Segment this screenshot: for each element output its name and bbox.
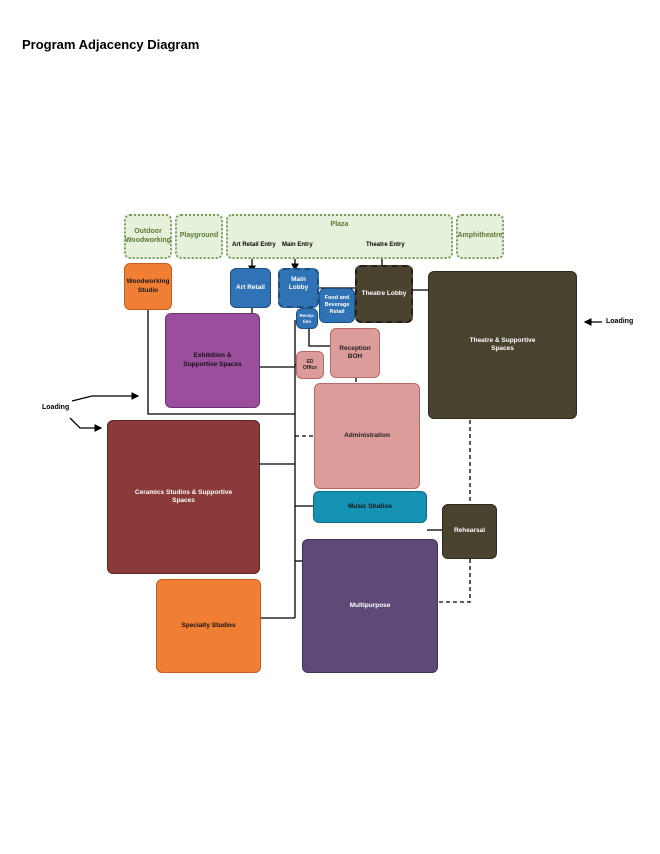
specialty-studios-label: Specialty Studios xyxy=(181,621,236,629)
theatre-supportive-label: Theatre & Supportive Spaces xyxy=(469,336,536,352)
outdoor-woodworking-label: Outdoor Woodworking xyxy=(124,227,172,244)
ed-office: ED Office xyxy=(296,351,324,379)
music-studios: Music Studios xyxy=(313,491,427,523)
rehearsal-label: Rehearsal xyxy=(453,527,486,535)
exhibition-supportive-spaces: Exhibition & Supportive Spaces xyxy=(165,313,260,408)
amphitheatre: Amphitheatre xyxy=(456,214,504,259)
art-retail-label: Art Retail xyxy=(236,283,265,291)
specialty-studios: Specialty Studios xyxy=(156,579,261,673)
ceramics-label: Ceramics Studios & Supportive Spaces xyxy=(134,488,233,504)
reception-label: Recep-tion xyxy=(299,312,315,324)
exhibition-supportive-label: Exhibition & Supportive Spaces xyxy=(183,352,242,368)
reception-boh: Reception BOH xyxy=(330,328,380,378)
woodworking-studio: Woodworking Studio xyxy=(124,263,172,310)
woodworking-link xyxy=(147,310,295,415)
reception-boh-label: Reception BOH xyxy=(339,344,371,360)
loading-left-label: Loading xyxy=(42,404,70,411)
loading-right-label: Loading xyxy=(606,318,634,325)
main-entry-label: Main Entry xyxy=(282,242,313,248)
reception: Recep-tion xyxy=(296,308,318,329)
art-retail-entry-label: Art Retail Entry xyxy=(232,242,276,248)
rehearsal: Rehearsal xyxy=(442,504,497,559)
main-lobby-label: Main Lobby xyxy=(288,276,309,292)
food-beverage-retail-label: Food and Beverage Retail xyxy=(324,295,350,315)
music-studios-label: Music Studios xyxy=(347,502,393,510)
outdoor-woodworking: Outdoor Woodworking xyxy=(124,214,172,259)
main-lobby: Main Lobby xyxy=(278,268,319,308)
multipurpose: Multipurpose xyxy=(302,539,438,673)
ceramics-studios: Ceramics Studios & Supportive Spaces xyxy=(107,420,260,574)
woodworking-studio-label: Woodworking Studio xyxy=(126,278,170,294)
administration-label: Administration xyxy=(344,431,390,439)
plaza-label: Plaza xyxy=(330,221,349,228)
playground-label: Playground xyxy=(179,232,219,240)
administration: Administration xyxy=(314,383,420,489)
theatre-supportive-spaces: Theatre & Supportive Spaces xyxy=(428,271,577,419)
art-retail: Art Retail xyxy=(230,268,271,308)
amphitheatre-label: Amphitheatre xyxy=(457,232,503,240)
ed-office-label: ED Office xyxy=(302,358,318,371)
theatre-lobby: Theatre Lobby xyxy=(355,265,413,323)
theatre-entry-label: Theatre Entry xyxy=(366,242,405,248)
plaza: Plaza xyxy=(226,214,453,259)
multipurpose-label: Multipurpose xyxy=(349,601,391,609)
page-title: Program Adjacency Diagram xyxy=(22,37,200,52)
theatre-lobby-label: Theatre Lobby xyxy=(361,289,407,297)
playground: Playground xyxy=(175,214,223,259)
food-beverage-retail: Food and Beverage Retail xyxy=(319,288,355,323)
